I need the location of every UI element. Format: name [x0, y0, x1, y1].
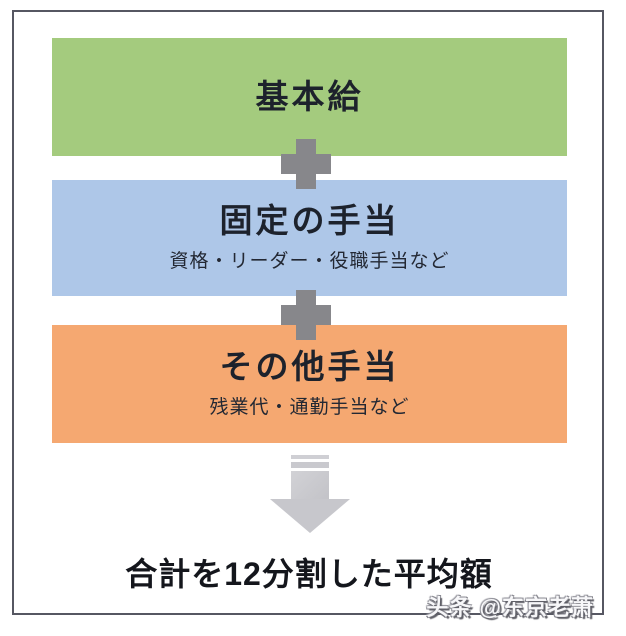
arrow-body — [291, 471, 329, 499]
fixed-allowance-subtitle: 資格・リーダー・役職手当など — [169, 251, 450, 273]
basic-salary-title: 基本給 — [255, 77, 364, 115]
arrow-stripe — [291, 455, 329, 459]
other-allowance-title: その他手当 — [219, 347, 400, 385]
basic-salary-box: 基本給 — [52, 38, 567, 156]
watermark: 头条 @东京老萧 — [426, 595, 594, 620]
fixed-allowance-box: 固定の手当 資格・リーダー・役職手当など — [52, 180, 567, 296]
other-allowance-subtitle: 残業代・通勤手当など — [209, 397, 410, 419]
fixed-allowance-title: 固定の手当 — [219, 201, 400, 239]
result-label: 合計を12分割した平均額 — [125, 556, 493, 592]
plus-icon — [281, 139, 331, 189]
plus-icon — [281, 290, 331, 340]
arrow-stripe — [291, 462, 329, 468]
arrow-head — [270, 499, 350, 533]
other-allowance-box: その他手当 残業代・通勤手当など — [52, 325, 567, 443]
outer-frame-border — [12, 10, 604, 615]
